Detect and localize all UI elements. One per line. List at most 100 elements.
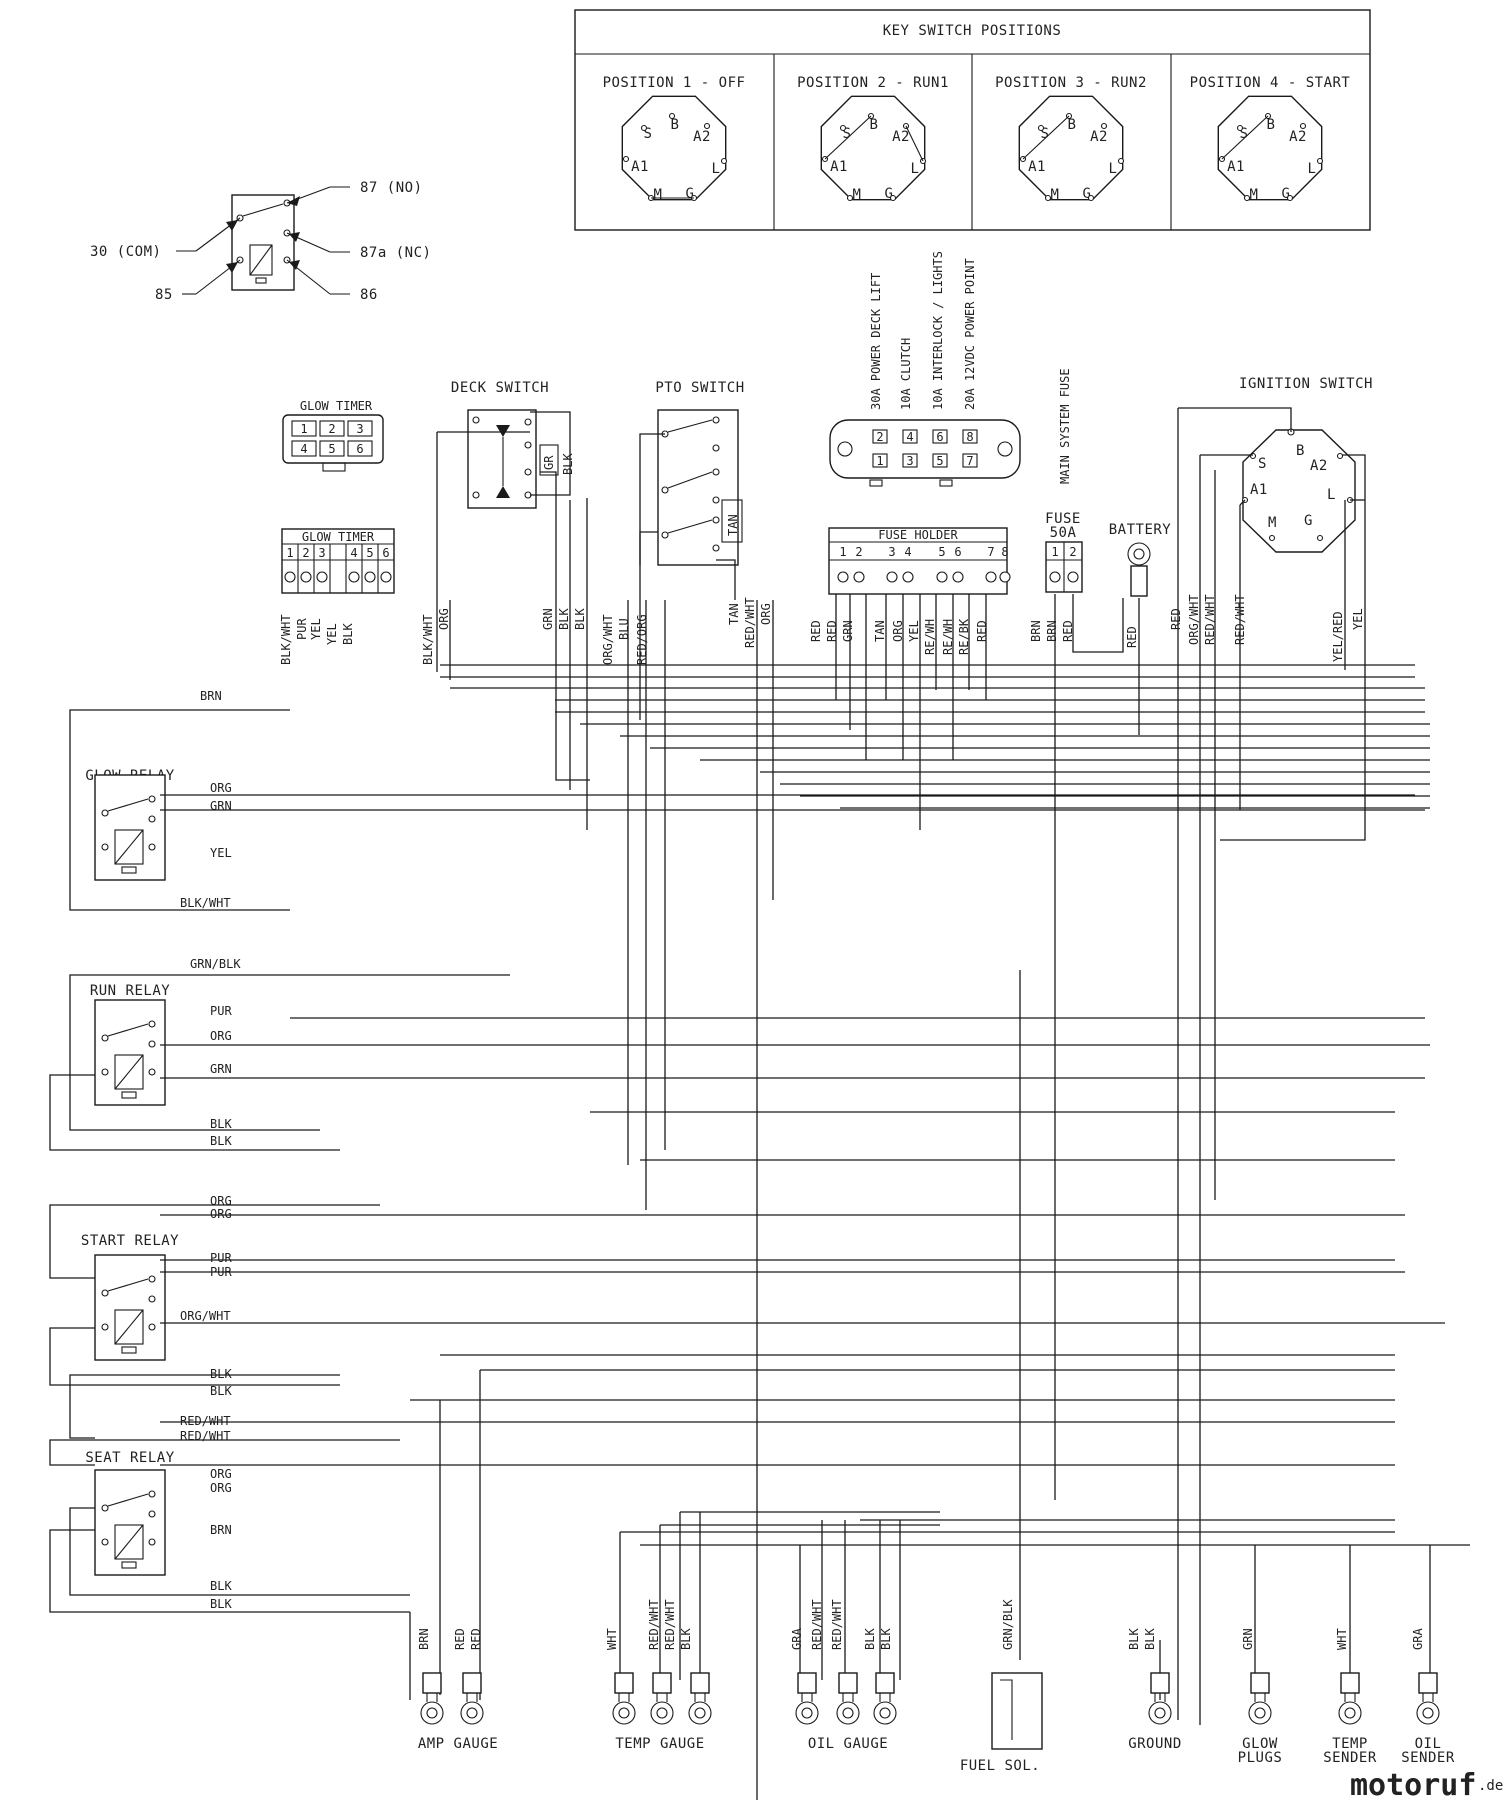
component-label: TEMP — [1332, 1736, 1368, 1752]
glow-timer-conn-pin-label: 3 — [318, 546, 325, 560]
ring-terminal-crimp — [1150, 1672, 1170, 1694]
ign-term-b: B — [1296, 443, 1305, 459]
key-switch-title: KEY SWITCH POSITIONS — [883, 23, 1062, 39]
component-label: OIL — [1415, 1736, 1442, 1752]
fuse-label: FUSE — [1045, 511, 1081, 527]
ignition-switch: IGNITION SWITCH B S A2 A1 L M G — [1239, 376, 1372, 553]
fuse-slot-label: 6 — [936, 430, 943, 444]
relay-wire-label: BLK — [210, 1134, 232, 1148]
glow-timer-conn-pin-label: 2 — [302, 546, 309, 560]
fuse-slot-label: 8 — [966, 430, 973, 444]
fuse-holder-pin-label: 5 — [938, 545, 945, 559]
component-wire-label: WHT — [1335, 1628, 1349, 1650]
key-terminal-label: L — [1308, 161, 1317, 177]
pto-tag-tan: TAN — [726, 514, 740, 536]
component-wire-label: RED/WHT — [810, 1599, 824, 1650]
key-jumper — [824, 115, 872, 160]
relay-wire-label: RED/WHT — [180, 1429, 231, 1443]
component-wire-label: WHT — [605, 1628, 619, 1650]
glow-timer-conn-pin — [284, 571, 296, 583]
key-terminal-pin — [640, 124, 648, 132]
wire-label: GRN — [841, 620, 855, 642]
key-jumper — [1022, 115, 1070, 160]
relay-title: RUN RELAY — [90, 983, 170, 999]
fuse-slot-label: 4 — [906, 430, 913, 444]
relay-wire-label: GRN — [210, 799, 232, 813]
key-terminal-label: A2 — [1090, 129, 1108, 145]
key-terminal-label: L — [1109, 161, 1118, 177]
wire-label: RE/WH — [941, 619, 955, 655]
deck-switch: DECK SWITCH GR BLK — [451, 380, 575, 509]
wire-label: ORG — [891, 620, 905, 642]
fuse-slot — [902, 453, 918, 468]
fuse-holder-pin-label: 1 — [839, 545, 846, 559]
key-terminal-pin — [1087, 194, 1095, 202]
component-label: FUEL SOL. — [960, 1758, 1040, 1774]
key-terminal-label: A1 — [1028, 159, 1046, 175]
glow-timer-conn-pin-label: 6 — [382, 546, 389, 560]
key-terminal-pin — [1316, 157, 1324, 165]
wire-label: YEL/RED — [1331, 611, 1345, 662]
fuse-holder-pin — [886, 571, 898, 583]
fuse-slot — [932, 429, 948, 444]
wire-label: RED — [825, 620, 839, 642]
fuse-holder-pin-label: 7 — [987, 545, 994, 559]
component-wire-label: BLK — [1143, 1628, 1157, 1650]
ring-terminal-crimp — [652, 1672, 672, 1694]
legend-30-com: 30 (COM) — [90, 244, 161, 260]
wire-label: RED — [1125, 626, 1139, 648]
relay-body — [94, 1254, 166, 1361]
wire-label: YEL — [325, 623, 339, 645]
component-wire-label: BLK — [879, 1628, 893, 1650]
wire-label: BLK/WHT — [421, 614, 435, 665]
key-terminal-pin — [1044, 194, 1052, 202]
ring-terminal-crimp — [875, 1672, 895, 1694]
relay-wire-label: BRN — [210, 1523, 232, 1537]
glow-timer-conn-pin-label: 1 — [286, 546, 293, 560]
fuse-slot — [962, 429, 978, 444]
ign-term-a2: A2 — [1310, 458, 1328, 474]
key-switch-face — [1217, 95, 1323, 201]
relay-wire-label: ORG — [210, 1194, 232, 1208]
key-switch-face — [1018, 95, 1124, 201]
wire-label: RED — [975, 620, 989, 642]
wire-label: YEL — [309, 618, 323, 640]
fuse-holder-title: FUSE HOLDER — [878, 528, 958, 542]
relay-wire-label: PUR — [210, 1004, 232, 1018]
wiring-harness — [49, 407, 1470, 1800]
wire-label: RED/WHT — [1203, 594, 1217, 645]
wire-label: RED/WHT — [1233, 594, 1247, 645]
wire-label: BLK/WHT — [279, 614, 293, 665]
component-label: AMP GAUGE — [418, 1736, 498, 1752]
fuse-holder-pin-label: 2 — [855, 545, 862, 559]
component-wire-label: RED — [469, 1628, 483, 1650]
wire-label: BRN — [1029, 620, 1043, 642]
relay-title: START RELAY — [81, 1233, 179, 1249]
key-terminal-pin — [1286, 194, 1294, 202]
glow-timer-pin-cell — [319, 440, 345, 457]
key-terminal-pin — [720, 157, 728, 165]
glow-timer-conn-pin-label: 4 — [350, 546, 357, 560]
relay-wire-label: BRN — [200, 689, 222, 703]
ring-terminal-crimp — [422, 1672, 442, 1694]
key-terminal-label: L — [712, 161, 721, 177]
glow-timer-pin-label: 1 — [300, 422, 307, 436]
relay-wire-label: BLK/WHT — [180, 896, 231, 910]
relay-body — [94, 774, 166, 881]
pto-switch: PTO SWITCH TAN — [655, 380, 744, 566]
glow-timer-pin-label: 5 — [328, 442, 335, 456]
key-terminal-label: G — [885, 186, 894, 202]
wire-label: BLK — [341, 623, 355, 645]
ign-term-s: S — [1258, 456, 1267, 472]
relay-wire-label: YEL — [210, 846, 232, 860]
relay-wire-label: RED/WHT — [180, 1414, 231, 1428]
fuse-slot — [872, 453, 888, 468]
key-terminal-label: B — [671, 117, 680, 133]
main-fuse-title: MAIN SYSTEM FUSE — [1058, 368, 1072, 484]
pto-switch-title: PTO SWITCH — [655, 380, 744, 396]
wire-label: RED — [809, 620, 823, 642]
glow-timer-conn-pin — [348, 571, 360, 583]
relay-body — [94, 1469, 166, 1576]
